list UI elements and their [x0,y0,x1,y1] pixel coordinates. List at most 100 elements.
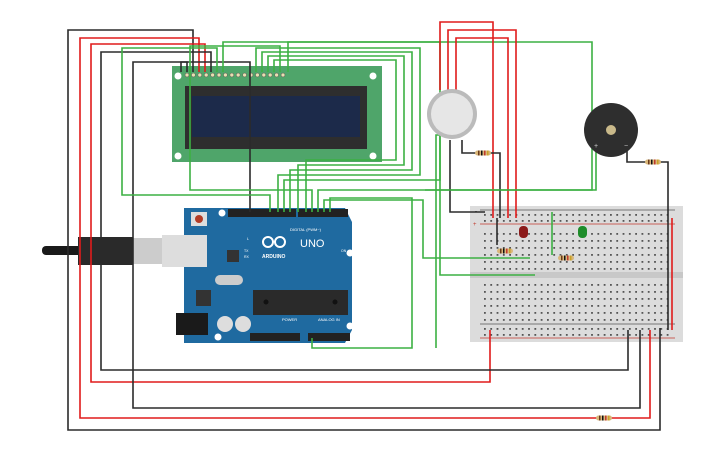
breadboard-hole[interactable] [521,261,524,263]
breadboard-hole[interactable] [660,328,663,330]
breadboard-hole[interactable] [647,305,650,307]
breadboard-hole[interactable] [515,261,518,263]
breadboard-hole[interactable] [572,268,574,270]
breadboard-hole[interactable] [528,247,530,249]
breadboard-hole[interactable] [496,261,499,263]
breadboard-hole[interactable] [616,247,619,249]
breadboard-hole[interactable] [490,319,493,321]
breadboard-hole[interactable] [666,334,669,336]
breadboard-hole[interactable] [509,312,511,314]
breadboard-hole[interactable] [654,247,656,249]
breadboard-hole[interactable] [591,319,593,321]
breadboard-hole[interactable] [515,334,518,336]
breadboard-hole[interactable] [641,312,644,314]
breadboard-hole[interactable] [660,254,663,256]
breadboard-hole[interactable] [641,284,644,286]
breadboard-hole[interactable] [559,328,562,330]
breadboard-hole[interactable] [603,261,606,263]
breadboard-hole[interactable] [540,291,543,293]
breadboard-hole[interactable] [647,233,650,235]
breadboard-hole[interactable] [484,233,486,235]
breadboard-hole[interactable] [540,254,543,256]
breadboard-hole[interactable] [616,291,619,293]
breadboard-hole[interactable] [540,298,543,300]
breadboard-hole[interactable] [521,312,524,314]
breadboard-hole[interactable] [528,319,530,321]
breadboard-hole[interactable] [534,247,537,249]
breadboard-hole[interactable] [490,291,493,293]
breadboard-hole[interactable] [547,240,549,242]
breadboard-hole[interactable] [610,268,612,270]
breadboard-hole[interactable] [509,319,511,321]
breadboard-hole[interactable] [565,305,568,307]
breadboard-hole[interactable] [502,328,505,330]
lcd-pin[interactable] [235,72,241,78]
breadboard-hole[interactable] [547,233,549,235]
breadboard-hole[interactable] [547,312,549,314]
breadboard-hole[interactable] [490,298,493,300]
breadboard-hole[interactable] [591,284,593,286]
lcd-pin[interactable] [184,72,190,78]
breadboard-hole[interactable] [647,284,650,286]
breadboard-hole[interactable] [610,214,612,216]
breadboard-hole[interactable] [610,298,612,300]
breadboard-hole[interactable] [647,312,650,314]
breadboard-hole[interactable] [660,334,663,336]
breadboard-hole[interactable] [572,291,574,293]
breadboard-hole[interactable] [484,334,486,336]
breadboard-hole[interactable] [578,319,581,321]
breadboard-hole[interactable] [528,220,530,222]
breadboard-hole[interactable] [647,254,650,256]
breadboard-hole[interactable] [654,254,656,256]
breadboard-hole[interactable] [559,268,562,270]
breadboard-hole[interactable] [584,240,587,242]
breadboard-hole[interactable] [635,240,637,242]
breadboard-hole[interactable] [540,214,543,216]
breadboard-hole[interactable] [547,298,549,300]
breadboard-hole[interactable] [628,268,631,270]
breadboard-hole[interactable] [553,284,556,286]
breadboard-hole[interactable] [616,334,619,336]
breadboard-hole[interactable] [628,298,631,300]
breadboard-hole[interactable] [641,268,644,270]
breadboard-hole[interactable] [528,334,530,336]
breadboard-hole[interactable] [591,261,593,263]
breadboard-hole[interactable] [622,247,625,249]
breadboard-hole[interactable] [616,284,619,286]
breadboard-hole[interactable] [534,305,537,307]
breadboard-hole[interactable] [502,291,505,293]
breadboard-hole[interactable] [584,328,587,330]
resistor[interactable] [645,159,661,165]
breadboard-hole[interactable] [622,298,625,300]
breadboard-hole[interactable] [654,319,656,321]
breadboard-hole[interactable] [660,298,663,300]
breadboard-hole[interactable] [603,254,606,256]
breadboard-hole[interactable] [553,334,556,336]
breadboard-hole[interactable] [628,319,631,321]
breadboard-hole[interactable] [528,284,530,286]
breadboard-hole[interactable] [490,254,493,256]
breadboard[interactable]: + - [470,206,683,342]
breadboard-hole[interactable] [591,328,593,330]
breadboard-hole[interactable] [490,334,493,336]
breadboard-hole[interactable] [534,268,537,270]
breadboard-hole[interactable] [521,298,524,300]
breadboard-hole[interactable] [628,261,631,263]
breadboard-hole[interactable] [540,240,543,242]
breadboard-hole[interactable] [635,298,637,300]
breadboard-hole[interactable] [490,284,493,286]
breadboard-hole[interactable] [528,305,530,307]
breadboard-hole[interactable] [578,240,581,242]
breadboard-hole[interactable] [484,261,486,263]
breadboard-hole[interactable] [591,220,593,222]
breadboard-hole[interactable] [578,268,581,270]
breadboard-hole[interactable] [647,291,650,293]
breadboard-hole[interactable] [584,220,587,222]
breadboard-hole[interactable] [628,305,631,307]
breadboard-hole[interactable] [622,319,625,321]
breadboard-hole[interactable] [490,233,493,235]
breadboard-hole[interactable] [635,233,637,235]
breadboard-hole[interactable] [584,284,587,286]
breadboard-hole[interactable] [515,220,518,222]
breadboard-hole[interactable] [616,268,619,270]
